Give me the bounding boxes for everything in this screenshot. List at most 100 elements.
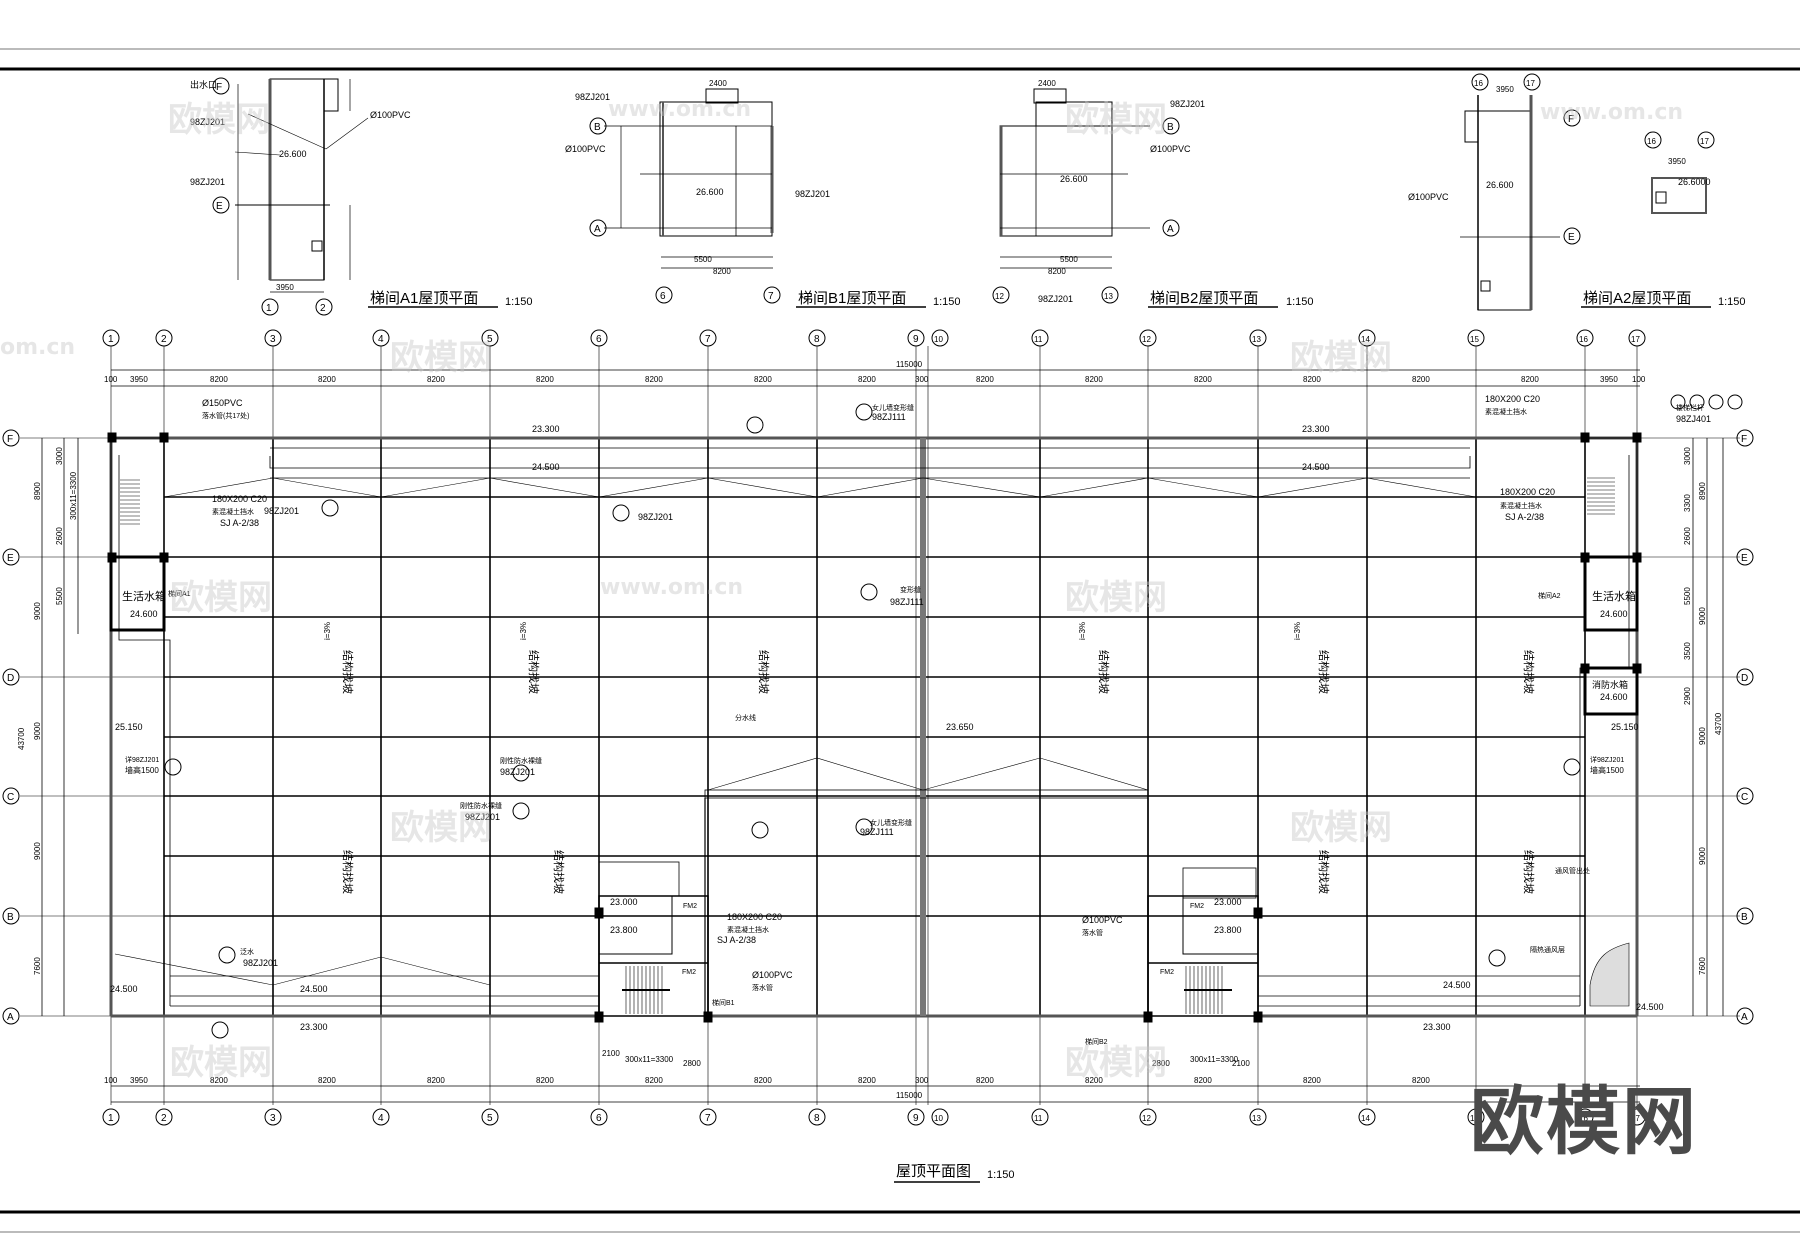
- axis-label: 4: [378, 334, 384, 345]
- svg-text:8200: 8200: [1194, 375, 1212, 384]
- svg-text:8200: 8200: [1303, 1076, 1321, 1085]
- svg-text:23.000: 23.000: [610, 897, 638, 907]
- axis-label: C: [7, 792, 14, 803]
- svg-text:通风管出处: 通风管出处: [1555, 866, 1590, 875]
- svg-text:2100: 2100: [1232, 1059, 1250, 1068]
- svg-text:43700: 43700: [17, 727, 26, 750]
- axis-label: B: [594, 122, 601, 133]
- svg-text:23.800: 23.800: [1214, 925, 1242, 935]
- svg-text:结构找坡: 结构找坡: [1522, 850, 1536, 894]
- axis-label: 7: [768, 291, 774, 302]
- svg-text:i=3%: i=3%: [519, 622, 528, 640]
- svg-text:FM2: FM2: [682, 969, 696, 976]
- svg-text:2800: 2800: [683, 1059, 701, 1068]
- axis-label: 13: [1104, 292, 1113, 301]
- axis-label: 5: [487, 334, 493, 345]
- svg-text:25.150: 25.150: [115, 722, 143, 732]
- svg-text:25.150: 25.150: [1611, 722, 1639, 732]
- axis-label: B: [1741, 912, 1748, 923]
- svg-text:8200: 8200: [1412, 375, 1430, 384]
- axis-label: 9: [913, 1113, 919, 1124]
- svg-text:300: 300: [915, 1076, 929, 1085]
- axis-label: 10: [934, 335, 943, 344]
- axis-label: 15: [1470, 335, 1479, 344]
- svg-text:23.800: 23.800: [610, 925, 638, 935]
- svg-text:180X200 C20: 180X200 C20: [1485, 394, 1540, 404]
- axis-label: 16: [1579, 1114, 1588, 1123]
- axis-label: B: [1167, 122, 1174, 133]
- main-scale: 1:150: [987, 1169, 1015, 1181]
- dimension: 5500: [1060, 255, 1078, 264]
- callout-label: 出水口: [190, 79, 217, 90]
- svg-text:隔热通风层: 隔热通风层: [1530, 945, 1565, 954]
- watermark-faint: 欧模网: [1290, 338, 1392, 378]
- svg-text:8200: 8200: [976, 1076, 994, 1085]
- svg-text:落水管: 落水管: [752, 983, 773, 992]
- axis-label: E: [1741, 553, 1748, 564]
- elevation-label: 26.600: [1060, 174, 1088, 184]
- svg-text:24.500: 24.500: [110, 984, 138, 994]
- column-axis-bubbles-bottom: 1 2 3 4 5 6 7 8 9 10 11 12 13 14 15 16 1…: [102, 1108, 1646, 1126]
- stair-b1: [594, 861, 713, 1023]
- callout-ref: 98ZJ201: [795, 189, 830, 199]
- svg-text:9000: 9000: [33, 842, 42, 860]
- stair-a1: [107, 432, 169, 632]
- svg-text:SJ A-2/38: SJ A-2/38: [220, 518, 259, 528]
- svg-text:详98ZJ201: 详98ZJ201: [125, 755, 159, 764]
- axis-label: 2: [161, 334, 167, 345]
- svg-text:7600: 7600: [1698, 957, 1707, 975]
- room-elevation: 24.600: [1600, 692, 1628, 702]
- svg-text:100: 100: [104, 1076, 118, 1085]
- axis-label: 8: [814, 1113, 820, 1124]
- svg-text:8900: 8900: [1698, 482, 1707, 500]
- svg-text:98ZJ201: 98ZJ201: [243, 958, 278, 968]
- axis-label: 17: [1526, 79, 1535, 88]
- svg-text:115000: 115000: [896, 1091, 923, 1100]
- axis-label: 3: [270, 334, 276, 345]
- svg-text:8200: 8200: [754, 375, 772, 384]
- svg-text:结构找坡: 结构找坡: [341, 850, 355, 894]
- svg-text:梯间A1: 梯间A1: [168, 589, 191, 598]
- svg-text:详98ZJ201: 详98ZJ201: [1590, 755, 1624, 764]
- svg-text:300x11=3300: 300x11=3300: [69, 471, 78, 520]
- svg-text:楼梯栏杆: 楼梯栏杆: [1676, 403, 1704, 412]
- axis-label: F: [216, 82, 222, 93]
- dimension: 2400: [1038, 79, 1056, 88]
- detail-plan-a1: [234, 78, 369, 293]
- axis-label: 11: [1034, 1114, 1043, 1123]
- axis-label: 2: [161, 1113, 167, 1124]
- svg-text:98ZJ201: 98ZJ201: [638, 512, 673, 522]
- svg-text:3500: 3500: [1683, 642, 1692, 660]
- dimension: 3950: [276, 283, 294, 292]
- watermark-faint: 欧模网: [170, 578, 272, 618]
- svg-text:结构找坡: 结构找坡: [527, 650, 541, 694]
- axis-label: 13: [1252, 335, 1261, 344]
- svg-text:2600: 2600: [1683, 527, 1692, 545]
- detail-title: 梯间B1屋顶平面: [798, 290, 906, 307]
- room-elevation: 24.600: [130, 609, 158, 619]
- svg-text:8200: 8200: [858, 1076, 876, 1085]
- svg-text:8200: 8200: [536, 375, 554, 384]
- axis-label: 7: [705, 1113, 711, 1124]
- axis-label: 14: [1361, 1114, 1370, 1123]
- svg-text:7600: 7600: [33, 957, 42, 975]
- axis-label: 17: [1631, 1114, 1640, 1123]
- svg-text:SJ A-2/38: SJ A-2/38: [717, 935, 756, 945]
- svg-text:8200: 8200: [645, 1076, 663, 1085]
- svg-text:2100: 2100: [602, 1049, 620, 1058]
- axis-label: 16: [1647, 137, 1656, 146]
- watermark-faint: www.om.cn: [600, 575, 744, 600]
- axis-label: A: [1741, 1012, 1748, 1023]
- svg-text:98ZJ201: 98ZJ201: [465, 812, 500, 822]
- axis-label: 6: [660, 291, 666, 302]
- callout-label: Ø100PVC: [370, 110, 411, 120]
- dimension: 8200: [713, 267, 731, 276]
- axis-label: 9: [913, 334, 919, 345]
- axis-label: 8: [814, 334, 820, 345]
- svg-text:2800: 2800: [1152, 1059, 1170, 1068]
- room-name: 生活水箱: [122, 589, 166, 603]
- dimension: 3950: [1668, 157, 1686, 166]
- svg-text:结构找坡: 结构找坡: [341, 650, 355, 694]
- svg-text:素混凝土挡水: 素混凝土挡水: [1500, 501, 1542, 510]
- detail-scale: 1:150: [933, 296, 961, 308]
